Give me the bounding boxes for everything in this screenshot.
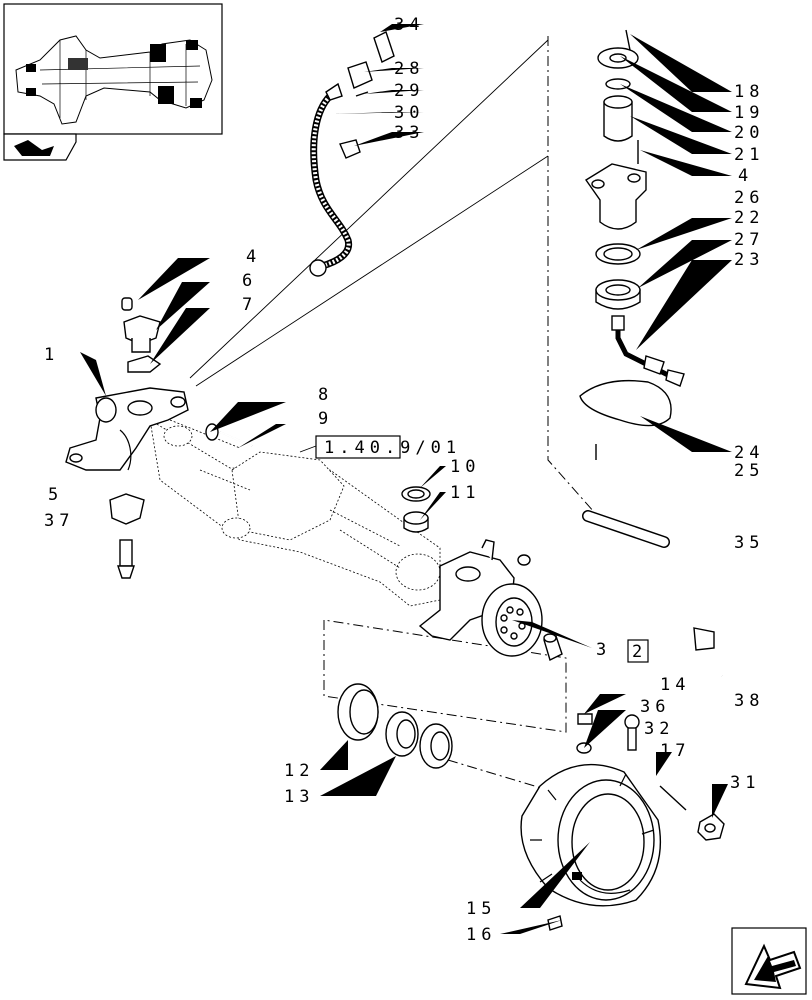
label-16: 16 xyxy=(466,925,496,945)
hub-washer[interactable] xyxy=(577,713,593,725)
label-31: 30 xyxy=(394,103,424,123)
bearing-bushing[interactable] xyxy=(403,511,429,533)
next-page-arrow-icon[interactable] xyxy=(731,927,807,995)
cap-bolt[interactable] xyxy=(121,297,133,311)
label-34: 34 xyxy=(394,15,424,35)
shim-gasket[interactable] xyxy=(127,355,162,373)
label-28: 31 xyxy=(730,773,760,793)
label-8: 8 xyxy=(318,385,333,405)
group-separator-right xyxy=(547,36,611,531)
leader-lines xyxy=(70,24,732,934)
label-32: 32 xyxy=(644,719,674,739)
label-6: 6 xyxy=(242,271,257,291)
grease-fitting[interactable] xyxy=(117,539,135,579)
wheel-stud[interactable] xyxy=(659,785,687,811)
axle-housing xyxy=(149,419,441,607)
sensor-sleeve-upper[interactable] xyxy=(603,95,633,142)
label-23: 23 xyxy=(734,250,764,270)
reference-box[interactable]: 1.40.9/01 xyxy=(299,435,461,459)
label-26: 26 xyxy=(734,188,764,208)
wheel-nut[interactable] xyxy=(697,813,725,841)
label-19: 19 xyxy=(734,103,764,123)
axis-line-hub xyxy=(447,759,549,791)
hub-seal[interactable] xyxy=(337,683,379,741)
label-18: 18 xyxy=(734,82,764,102)
label-17: 17 xyxy=(660,741,690,761)
label-29: 28 xyxy=(394,59,424,79)
cable-clip[interactable] xyxy=(339,139,361,159)
label-24: 24 xyxy=(734,443,764,463)
label-33: 33 xyxy=(394,123,424,143)
sensor-cap[interactable] xyxy=(373,31,395,63)
label-3: 3 xyxy=(596,640,611,660)
kingpin-cap-upper[interactable] xyxy=(123,315,161,353)
overview-thumbnail[interactable] xyxy=(3,3,223,135)
hub-bolt[interactable] xyxy=(624,714,640,751)
label-1: 1 xyxy=(44,345,59,365)
label-7: 7 xyxy=(242,295,257,315)
label-13: 13 xyxy=(284,787,314,807)
taper-bearing-outer[interactable] xyxy=(419,723,453,769)
dowel-pin[interactable] xyxy=(547,915,563,931)
hub-bushing[interactable] xyxy=(543,633,563,661)
label-9: 9 xyxy=(318,409,333,429)
top-screw[interactable] xyxy=(625,29,631,51)
label-22: 22 xyxy=(734,208,764,228)
cover-plate[interactable] xyxy=(579,379,672,427)
label-10: 10 xyxy=(450,457,480,477)
bearing-upper[interactable] xyxy=(595,279,641,310)
top-cover[interactable] xyxy=(597,47,639,69)
wheel-hub[interactable] xyxy=(520,763,662,907)
projection-lines xyxy=(189,39,549,387)
label-4a: 4 xyxy=(246,247,261,267)
label-20: 20 xyxy=(734,123,764,143)
sensor-screw[interactable] xyxy=(355,91,369,97)
page-reference-text: 2 xyxy=(632,642,647,662)
page-reference-box[interactable]: 2 xyxy=(627,639,649,663)
sensor-housing[interactable] xyxy=(585,163,647,230)
left-steering-knuckle[interactable] xyxy=(65,387,189,471)
label-21: 21 xyxy=(734,145,764,165)
label-11: 11 xyxy=(450,483,480,503)
reference-text: 1.40.9/01 xyxy=(324,438,461,458)
label-4b: 4 xyxy=(738,166,753,186)
label-12: 12 xyxy=(284,761,314,781)
label-36: 36 xyxy=(640,697,670,717)
seal-ring-upper[interactable] xyxy=(595,243,641,265)
label-15: 15 xyxy=(466,899,496,919)
label-14: 14 xyxy=(660,675,690,695)
seal-ring[interactable] xyxy=(401,486,431,502)
brake-pipe[interactable] xyxy=(517,554,723,678)
label-38: 38 xyxy=(734,691,764,711)
label-30: 29 xyxy=(394,81,424,101)
label-5: 5 xyxy=(48,485,63,505)
label-37: 37 xyxy=(44,511,74,531)
breather-hose[interactable] xyxy=(582,510,670,548)
axle-pin[interactable] xyxy=(219,431,253,447)
speed-sensor[interactable] xyxy=(611,315,685,387)
label-25: 25 xyxy=(734,461,764,481)
sensor-cable[interactable] xyxy=(309,82,353,277)
sensor-sleeve[interactable] xyxy=(347,61,373,89)
taper-bearing-inner[interactable] xyxy=(385,711,419,757)
kingpin-cap-lower[interactable] xyxy=(109,493,145,525)
label-27: 27 xyxy=(734,230,764,250)
group-separator-hub xyxy=(323,619,567,733)
label-35: 35 xyxy=(734,533,764,553)
thumbnail-tab[interactable] xyxy=(3,133,77,161)
part-labels: 18 19 20 21 4 26 22 27 23 24 25 35 38 3 … xyxy=(44,15,764,945)
